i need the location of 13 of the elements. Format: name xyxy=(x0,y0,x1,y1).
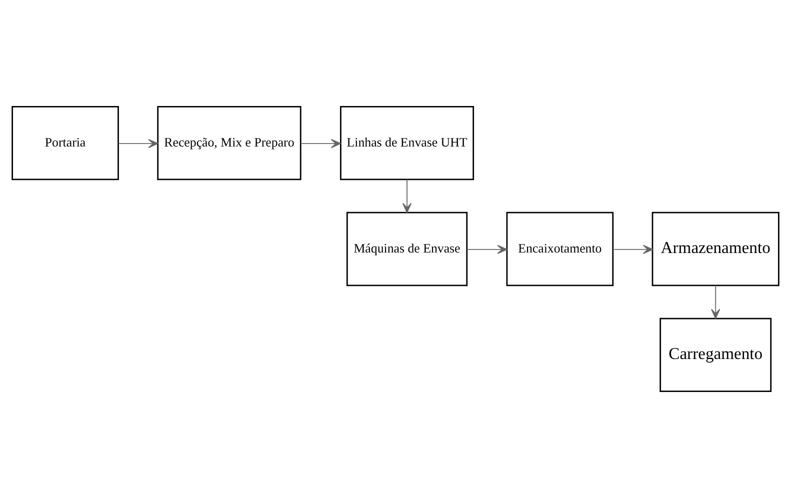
arrow xyxy=(466,244,508,254)
arrow xyxy=(118,138,158,148)
node-box: Máquinas de Envase xyxy=(346,211,468,286)
arrow xyxy=(711,284,720,318)
node-box: Carregamento xyxy=(660,317,772,392)
node-box: Linhas de Envase UHT xyxy=(340,106,474,180)
node-box: Encaixotamento xyxy=(506,211,614,286)
arrow xyxy=(300,138,341,148)
node-box: Armazenamento xyxy=(652,211,780,286)
arrow xyxy=(612,244,653,254)
arrow xyxy=(402,178,412,212)
node-box: Portaria xyxy=(12,106,119,180)
node-box: Recepção, Mix e Preparo xyxy=(157,106,302,180)
